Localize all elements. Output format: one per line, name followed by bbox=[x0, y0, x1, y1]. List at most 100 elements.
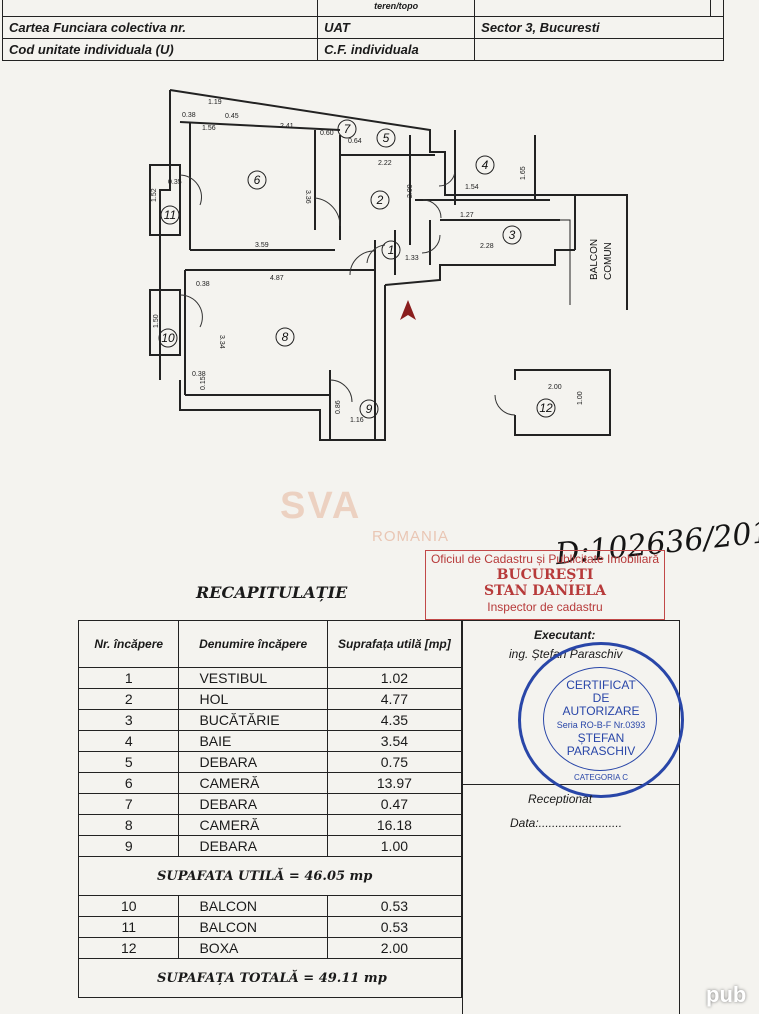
stamp-line: BUCUREȘTI bbox=[496, 567, 594, 583]
cell-nr: 11 bbox=[77, 916, 180, 938]
suprafata-totala-total: SUPAFAȚA TOTALĂ = 49.11 mp bbox=[78, 958, 462, 998]
header-table: teren/topo Cartea Funciara colectiva nr.… bbox=[0, 0, 759, 61]
cell-nr: 4 bbox=[77, 730, 180, 752]
cell-name: BOXA bbox=[178, 937, 328, 959]
dim: 0.38 bbox=[196, 281, 210, 288]
stamp-text: PARASCHIV bbox=[566, 744, 636, 758]
cell-nr: 1 bbox=[77, 667, 180, 689]
room-1-label: 1 bbox=[388, 243, 395, 257]
receptionat-label: Receptionat bbox=[528, 792, 593, 806]
cf-individuala-label: C.F. individuala bbox=[317, 38, 476, 61]
watermark-logo: SVA bbox=[280, 485, 362, 527]
balcon-label: BALCON bbox=[589, 239, 600, 280]
dim: 1.54 bbox=[465, 184, 479, 191]
cell-area: 2.00 bbox=[326, 937, 463, 959]
cell-name: DEBARA bbox=[178, 835, 328, 857]
dim: 1.52 bbox=[151, 188, 158, 202]
dim: 0.38 bbox=[182, 112, 196, 119]
cell-area: 0.47 bbox=[326, 793, 463, 815]
col-header-suprafata: Suprafața utilă [mp] bbox=[326, 620, 463, 668]
data-label: Data:......................... bbox=[510, 816, 623, 830]
dim: 3.59 bbox=[255, 242, 269, 249]
watermark-sub: ROMANIA bbox=[372, 528, 450, 545]
col-header-nr: Nr. încăpere bbox=[77, 620, 180, 668]
room-9-label: 9 bbox=[366, 402, 373, 416]
dim: 0.60 bbox=[320, 130, 334, 137]
cell-area: 0.53 bbox=[326, 895, 463, 917]
dim: 2.00 bbox=[548, 384, 562, 391]
stamp-line: Inspector de cadastru bbox=[487, 600, 603, 614]
dim: 1.16 bbox=[350, 417, 364, 424]
col-header-denumire: Denumire încăpere bbox=[178, 620, 328, 668]
uat-label: UAT bbox=[317, 16, 476, 39]
cell-nr: 2 bbox=[77, 688, 180, 710]
dim: 3.36 bbox=[304, 190, 311, 204]
cell-name: CAMERĂ bbox=[178, 772, 328, 794]
dim: 1.50 bbox=[153, 314, 160, 328]
dim: 2.00 bbox=[407, 184, 414, 198]
stamp-text: ȘTEFAN bbox=[577, 731, 625, 745]
dim: 2.22 bbox=[378, 160, 392, 167]
cell-nr: 8 bbox=[77, 814, 180, 836]
dim: 0.35 bbox=[168, 179, 182, 186]
room-10-label: 10 bbox=[161, 331, 175, 345]
stamp-text: CERTIFICAT bbox=[566, 678, 636, 692]
cell-nr: 7 bbox=[77, 793, 180, 815]
cell-area: 0.75 bbox=[326, 751, 463, 773]
cell-area: 3.54 bbox=[326, 730, 463, 752]
cell-nr: 12 bbox=[77, 937, 180, 959]
stamp-text: DE bbox=[592, 691, 610, 705]
floor-plan: 1 2 3 4 5 6 7 8 9 10 11 12 1.19 0.38 1.5… bbox=[149, 89, 628, 441]
cf-individuala-value bbox=[474, 38, 724, 61]
stamp-text: CATEGORIA C bbox=[573, 773, 629, 782]
cell-name: BAIE bbox=[178, 730, 328, 752]
cell-area: 4.35 bbox=[326, 709, 463, 731]
cell-nr: 3 bbox=[77, 709, 180, 731]
dim: 1.19 bbox=[208, 99, 222, 106]
stamp-text: AUTORIZARE bbox=[562, 704, 640, 718]
cod-unitate-label: Cod unitate individuala (U) bbox=[1, 38, 319, 61]
suprafata-utila-total: SUPAFATA UTILĂ = 46.05 mp bbox=[78, 856, 462, 896]
stamp-text: Seria RO-B-F Nr.0393 bbox=[556, 720, 646, 730]
cell-nr: 6 bbox=[77, 772, 180, 794]
room-11-label: 11 bbox=[164, 208, 176, 222]
room-7-label: 7 bbox=[344, 122, 352, 136]
cell-nr: 10 bbox=[77, 895, 180, 917]
room-5-label: 5 bbox=[383, 131, 390, 145]
autorizare-stamp: CERTIFICAT DE AUTORIZARE Seria RO-B-F Nr… bbox=[518, 642, 684, 798]
cell-area: 4.77 bbox=[326, 688, 463, 710]
cell-nr: 9 bbox=[77, 835, 180, 857]
cell-name: HOL bbox=[178, 688, 328, 710]
corner-brand: pub bbox=[706, 982, 747, 1007]
cell-nr: 5 bbox=[77, 751, 180, 773]
dim: 0.45 bbox=[225, 113, 239, 120]
stamp-inner-ring bbox=[543, 667, 657, 771]
dim: 4.87 bbox=[270, 275, 284, 282]
dim: 0.86 bbox=[335, 400, 342, 414]
dim: 0.15 bbox=[200, 376, 207, 390]
dim: 1.56 bbox=[202, 125, 216, 132]
recap-title: RECAPITULAȚIE bbox=[196, 583, 348, 602]
dim: 2.28 bbox=[480, 243, 494, 250]
cell-area: 1.02 bbox=[326, 667, 463, 689]
cadastru-stamp: Oficiul de Cadastru și Publicitate Imobi… bbox=[425, 550, 665, 620]
dim: 1.00 bbox=[577, 391, 584, 405]
cell-name: VESTIBUL bbox=[178, 667, 328, 689]
dim: 1.33 bbox=[405, 255, 419, 262]
comun-label: COMUN bbox=[603, 242, 614, 280]
room-4-label: 4 bbox=[482, 158, 489, 172]
dim: 0.64 bbox=[348, 138, 362, 145]
cell-area: 1.00 bbox=[326, 835, 463, 857]
dim: 0.38 bbox=[192, 371, 206, 378]
stamp-line: Oficiul de Cadastru și Publicitate Imobi… bbox=[430, 552, 660, 566]
